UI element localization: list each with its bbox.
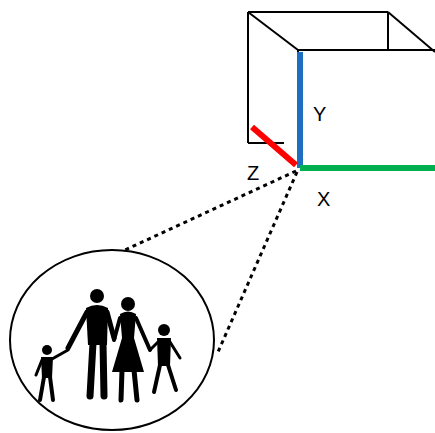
family-silhouette bbox=[36, 289, 180, 400]
z-axis bbox=[252, 127, 296, 165]
axis-label: X bbox=[317, 189, 330, 209]
zoom-ellipse bbox=[10, 250, 214, 430]
cube-wireframe bbox=[248, 12, 435, 168]
axis-label: Y bbox=[313, 104, 326, 124]
axis-label: Z bbox=[247, 163, 259, 183]
y-axis bbox=[297, 52, 303, 168]
x-axis bbox=[300, 165, 435, 171]
